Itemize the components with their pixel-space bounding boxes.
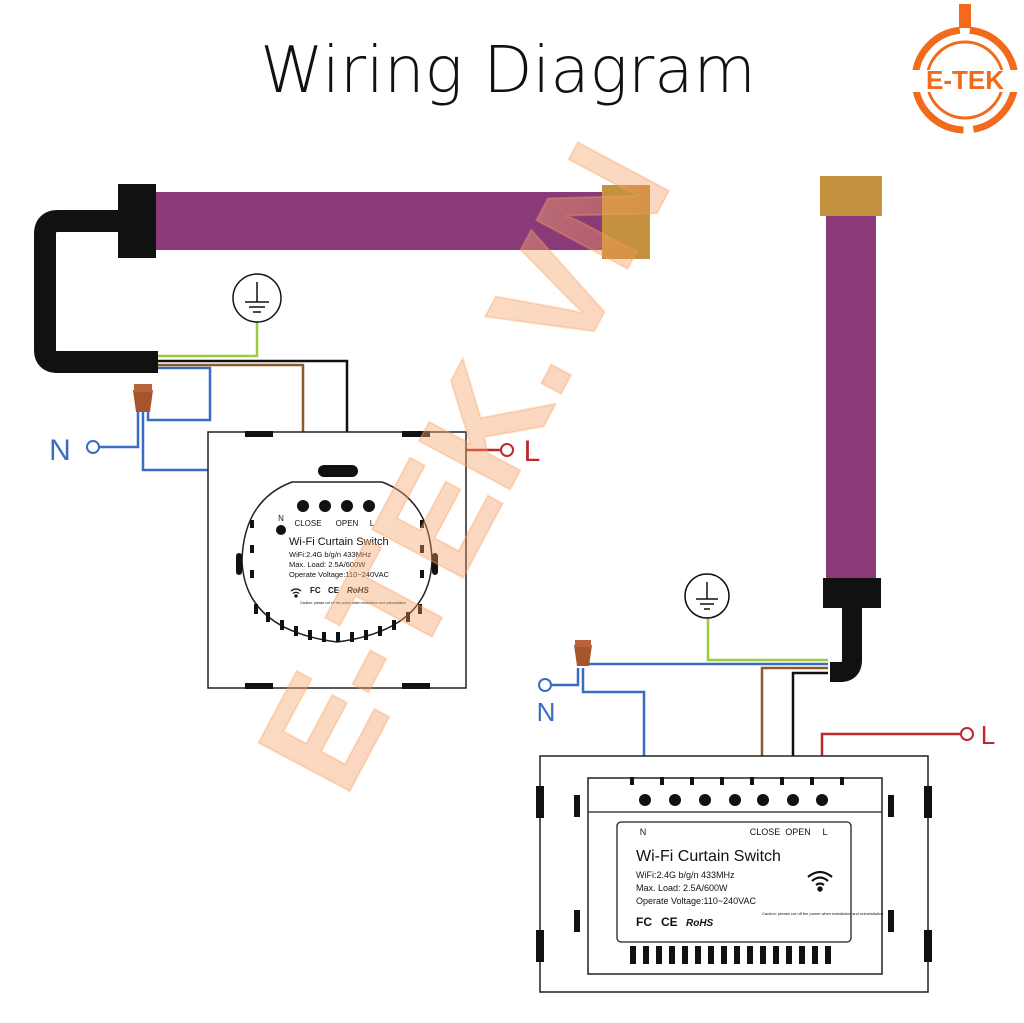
left-terminal-l-label: L bbox=[370, 519, 375, 528]
left-caution: Caution: please cut off the power when i… bbox=[300, 601, 406, 605]
right-motor-head bbox=[823, 578, 881, 608]
left-live-label: L bbox=[524, 435, 541, 468]
right-terminal-open-label: OPEN bbox=[785, 827, 811, 837]
left-earth-wire bbox=[158, 322, 259, 358]
right-cert-ce: CE bbox=[661, 915, 678, 929]
right-caution: Caution: please cut off the power when i… bbox=[762, 911, 883, 916]
right-wifi-icon bbox=[807, 870, 833, 892]
left-terminal-3 bbox=[341, 500, 353, 512]
right-neutral-switch-wire bbox=[581, 668, 646, 798]
left-cert-ce: CE bbox=[328, 586, 340, 595]
right-earth-wire bbox=[706, 614, 828, 662]
left-wifi-spec: WiFi:2.4G b/g/n 433MHz bbox=[289, 550, 371, 559]
right-terminal-3 bbox=[699, 794, 711, 806]
right-brown-wire bbox=[760, 666, 828, 798]
left-terminal-close-label: CLOSE bbox=[294, 519, 321, 528]
right-cert-fc: FC bbox=[636, 915, 652, 929]
left-motor-head bbox=[118, 184, 156, 258]
etek-logo: E-TEK bbox=[910, 4, 1020, 134]
right-product-name: Wi-Fi Curtain Switch bbox=[636, 848, 781, 865]
right-earth-ground-icon bbox=[684, 573, 730, 619]
left-terminal-2 bbox=[319, 500, 331, 512]
page-title: Wiring Diagram bbox=[260, 34, 756, 108]
left-live-terminal-dot bbox=[500, 443, 514, 457]
right-live-label: L bbox=[981, 720, 995, 750]
left-terminal-n bbox=[276, 525, 286, 535]
left-neutral-terminal-dot bbox=[86, 440, 100, 454]
left-motor-tube bbox=[150, 192, 610, 250]
right-live-terminal-dot bbox=[960, 727, 974, 741]
left-cert-rohs: RoHS bbox=[347, 586, 369, 595]
right-neutral-supply-wire bbox=[550, 668, 580, 687]
left-terminal-4 bbox=[363, 500, 375, 512]
left-max-load: Max. Load: 2.5A/600W bbox=[289, 560, 366, 569]
right-max-load: Max. Load: 2.5A/600W bbox=[636, 883, 728, 893]
left-neutral-motor-wire bbox=[146, 366, 212, 422]
right-terminal-n bbox=[639, 794, 651, 806]
left-neutral-supply-wire bbox=[98, 412, 140, 449]
right-wifi-spec: WiFi:2.4G b/g/n 433MHz bbox=[636, 870, 735, 880]
left-terminal-open-label: OPEN bbox=[336, 519, 359, 528]
right-terminal-n-label: N bbox=[640, 827, 647, 837]
left-motor-cap bbox=[602, 185, 650, 259]
right-terminal-2 bbox=[669, 794, 681, 806]
right-terminal-l bbox=[816, 794, 828, 806]
right-motor-cable bbox=[830, 606, 862, 682]
left-wifi-icon bbox=[290, 588, 302, 598]
left-voltage: Operate Voltage:110~240VAC bbox=[289, 570, 390, 579]
right-terminal-close bbox=[757, 794, 769, 806]
left-curtain-switch: N CLOSE OPEN L Wi-Fi Curtain Switch WiFi… bbox=[207, 431, 467, 689]
right-terminal-close-label: CLOSE bbox=[750, 827, 781, 837]
left-motor-cable bbox=[34, 210, 158, 373]
right-wire-connector bbox=[574, 640, 592, 666]
right-terminal-4 bbox=[729, 794, 741, 806]
left-earth-ground-icon bbox=[232, 273, 282, 323]
right-terminal-open bbox=[787, 794, 799, 806]
right-motor-cap bbox=[820, 176, 882, 216]
left-terminal-n-label: N bbox=[278, 514, 284, 523]
right-terminal-l-label: L bbox=[822, 827, 827, 837]
right-curtain-motor bbox=[820, 176, 882, 682]
left-wire-connector bbox=[133, 384, 153, 412]
right-wiring bbox=[550, 614, 962, 798]
right-neutral-terminal-dot bbox=[538, 678, 552, 692]
right-motor-tube bbox=[826, 212, 876, 584]
right-curtain-switch: N CLOSE OPEN L Wi-Fi Curtain Switch WiFi… bbox=[536, 755, 932, 993]
right-terminals bbox=[639, 794, 828, 806]
left-terminal-1 bbox=[297, 500, 309, 512]
right-voltage: Operate Voltage:110~240VAC bbox=[636, 896, 757, 906]
left-cert-fc: FC bbox=[310, 586, 321, 595]
left-neutral-label: N bbox=[49, 434, 71, 467]
left-curtain-motor bbox=[34, 184, 650, 373]
logo-text: E-TEK bbox=[926, 65, 1004, 95]
left-product-name: Wi-Fi Curtain Switch bbox=[289, 536, 389, 548]
right-cert-rohs: RoHS bbox=[686, 918, 714, 929]
right-neutral-label: N bbox=[537, 697, 556, 727]
